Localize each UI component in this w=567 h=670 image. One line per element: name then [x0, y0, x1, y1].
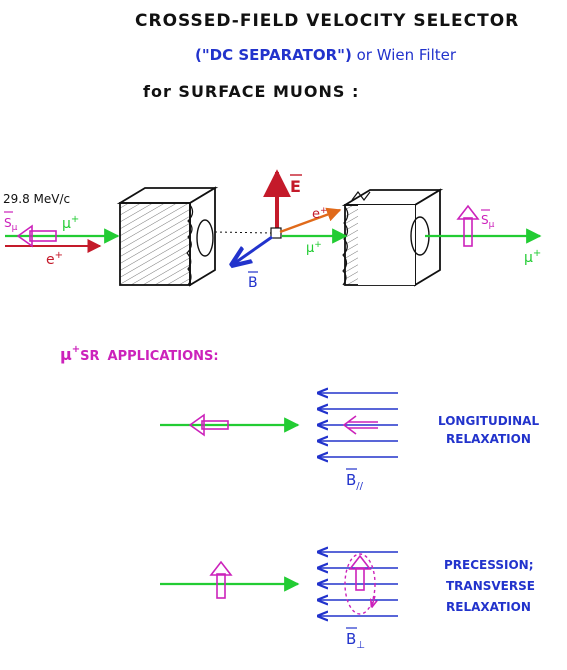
beam-centerline — [214, 231, 273, 234]
incoming-spin-arrow — [16, 224, 57, 248]
wien-filter-text: Wien Filter — [377, 46, 457, 64]
dc-separator-text: ("DC SEPARATOR") — [195, 46, 352, 64]
applications-label: APPLICATIONS: — [108, 349, 219, 364]
trans-spin-arrow — [209, 560, 233, 599]
longitudinal-line-2: RELAXATION — [446, 432, 531, 446]
muon-label-left: μ+ — [62, 214, 79, 232]
applications-plus: + — [72, 344, 80, 355]
muon-label-center: μ+ — [306, 240, 322, 256]
long-field-label: B// — [346, 471, 364, 492]
title-line-2: ("DC SEPARATOR") or Wien Filter — [195, 46, 457, 64]
longitudinal-panel: B// LONGITUDINAL RELAXATION — [160, 393, 539, 492]
e-field-label: E — [290, 177, 301, 196]
longitudinal-line-1: LONGITUDINAL — [438, 414, 539, 428]
applications-sr: SR — [80, 349, 99, 364]
trans-field-label: B⊥ — [346, 630, 365, 651]
transverse-panel: B⊥ PRECESSION; TRANSVERSE RELAXATION — [160, 552, 535, 651]
applications-title: μ+SR APPLICATIONS: — [60, 344, 219, 364]
right-electrode-block — [341, 188, 444, 287]
deflected-positron-arrow — [279, 207, 342, 234]
long-spin-arrow — [188, 413, 229, 437]
transverse-line-1: PRECESSION; — [444, 558, 534, 572]
title-line-1: CROSSED-FIELD VELOCITY SELECTOR — [135, 11, 519, 31]
positron-label-left: e+ — [46, 250, 63, 268]
transverse-line-2: TRANSVERSE — [446, 579, 535, 593]
or-text: or — [352, 46, 377, 64]
trans-precessing-spin — [344, 553, 375, 615]
title-line-3: for SURFACE MUONS : — [143, 82, 359, 101]
spin-label-right: Sμ — [481, 213, 495, 230]
exit-spin-arrow — [456, 204, 480, 247]
separator-section: 29.8 MeV/c — [3, 169, 542, 291]
applications-mu: μ — [60, 345, 72, 364]
b-field-label: B — [248, 275, 258, 291]
muon-label-right: μ+ — [524, 248, 541, 266]
origin-marker — [270, 227, 282, 239]
spin-label-left: Sμ — [4, 216, 18, 233]
b-field-arrow — [232, 235, 273, 265]
left-electrode-block — [116, 186, 219, 287]
positron-label-center: e+ — [312, 206, 328, 222]
momentum-label: 29.8 MeV/c — [3, 192, 70, 206]
transverse-line-3: RELAXATION — [446, 600, 531, 614]
long-spin-in-field — [342, 415, 378, 435]
